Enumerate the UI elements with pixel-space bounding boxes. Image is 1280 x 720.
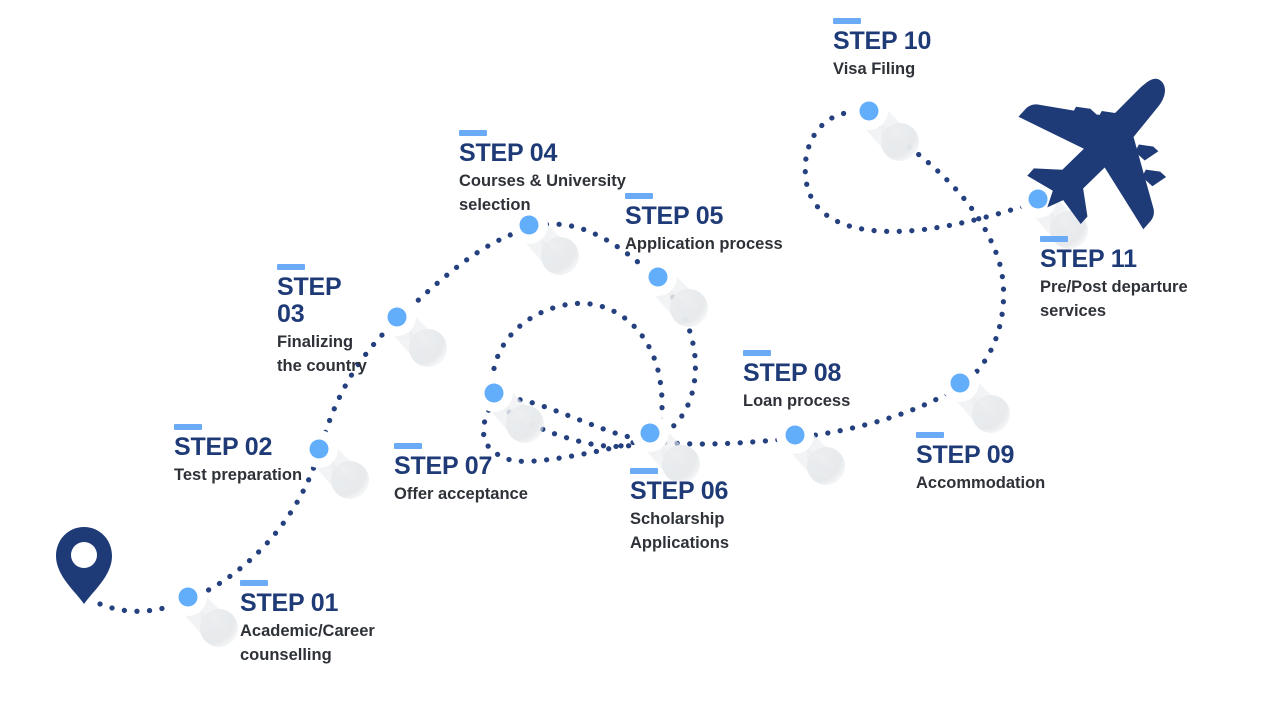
step-description-01: Academic/Career counselling: [240, 622, 375, 664]
marker-tail: [175, 584, 224, 635]
step-marker-09[interactable]: [941, 364, 1010, 433]
step-title-01: STEP 01: [240, 589, 339, 617]
step-description-02: Test preparation: [174, 466, 303, 484]
step-label-10[interactable]: STEP 10 Visa Filing: [833, 18, 931, 82]
step-accent-dash-02: [174, 424, 202, 430]
marker-dot: [859, 101, 879, 121]
step-description-10: Visa Filing: [833, 60, 916, 78]
marker-dot: [1028, 189, 1048, 209]
step-accent-dash-06: [630, 468, 658, 474]
step-label-07[interactable]: STEP 07 Offer acceptance: [394, 443, 528, 507]
step-markers-group: [169, 92, 1088, 647]
step-title-07: STEP 07: [394, 452, 493, 480]
step-accent-dash-07: [394, 443, 422, 449]
step-label-11[interactable]: STEP 11 Pre/Post departure services: [1040, 236, 1188, 324]
step-marker-07[interactable]: [475, 374, 544, 443]
step-label-02[interactable]: STEP 02 Test preparation: [174, 424, 302, 488]
step-marker-08[interactable]: [776, 416, 845, 485]
step-title-05: STEP 05: [625, 202, 724, 230]
step-label-08[interactable]: STEP 08 Loan process: [743, 350, 850, 414]
marker-dot: [178, 587, 198, 607]
marker-dot: [648, 267, 668, 287]
step-title-03: STEP 03: [277, 273, 342, 328]
marker-tail: [947, 370, 996, 421]
marker-tail: [645, 264, 694, 315]
marker-dot: [387, 307, 407, 327]
step-marker-02[interactable]: [300, 430, 369, 499]
marker-tail: [782, 422, 831, 473]
marker-tail: [384, 304, 433, 355]
step-title-08: STEP 08: [743, 359, 842, 387]
step-label-09[interactable]: STEP 09 Accommodation: [916, 432, 1045, 496]
step-label-04[interactable]: STEP 04 Courses & University selection: [459, 130, 626, 218]
step-label-03[interactable]: STEP 03 Finalizing the country: [277, 264, 367, 379]
step-description-11: Pre/Post departure services: [1040, 278, 1188, 320]
marker-tail: [637, 420, 686, 471]
step-title-04: STEP 04: [459, 139, 558, 167]
marker-tail: [856, 98, 905, 149]
step-accent-dash-05: [625, 193, 653, 199]
step-marker-10[interactable]: [850, 92, 919, 161]
marker-dot: [519, 215, 539, 235]
step-accent-dash-01: [240, 580, 268, 586]
step-accent-dash-08: [743, 350, 771, 356]
step-label-01[interactable]: STEP 01 Academic/Career counselling: [240, 580, 375, 668]
step-title-10: STEP 10: [833, 27, 932, 55]
step-description-07: Offer acceptance: [394, 485, 528, 503]
marker-tail: [1025, 186, 1074, 237]
step-accent-dash-03: [277, 264, 305, 270]
step-marker-04[interactable]: [510, 206, 579, 275]
step-marker-03[interactable]: [378, 298, 447, 367]
marker-tail: [481, 380, 530, 431]
marker-tail: [516, 212, 565, 263]
step-description-09: Accommodation: [916, 474, 1046, 492]
marker-dot: [484, 383, 504, 403]
step-description-05: Application process: [625, 235, 783, 253]
airplane-icon: [1018, 78, 1167, 230]
step-marker-05[interactable]: [639, 258, 708, 327]
step-title-09: STEP 09: [916, 441, 1015, 469]
step-title-11: STEP 11: [1040, 245, 1137, 273]
marker-dot: [309, 439, 329, 459]
step-accent-dash-11: [1040, 236, 1068, 242]
step-accent-dash-09: [916, 432, 944, 438]
step-accent-dash-04: [459, 130, 487, 136]
marker-tail: [306, 436, 355, 487]
marker-dot: [950, 373, 970, 393]
step-title-02: STEP 02: [174, 433, 273, 461]
step-title-06: STEP 06: [630, 477, 729, 505]
step-label-05[interactable]: STEP 05 Application process: [625, 193, 783, 257]
marker-dot: [640, 423, 660, 443]
step-description-08: Loan process: [743, 392, 851, 410]
marker-dot: [785, 425, 805, 445]
step-marker-06[interactable]: [631, 414, 700, 483]
step-description-03: Finalizing the country: [277, 333, 367, 375]
step-marker-01[interactable]: [169, 578, 238, 647]
map-pin-icon: [56, 527, 112, 604]
step-description-04: Courses & University selection: [459, 172, 626, 214]
step-accent-dash-10: [833, 18, 861, 24]
step-label-06[interactable]: STEP 06 Scholarship Applications: [630, 468, 729, 556]
step-description-06: Scholarship Applications: [630, 510, 730, 552]
